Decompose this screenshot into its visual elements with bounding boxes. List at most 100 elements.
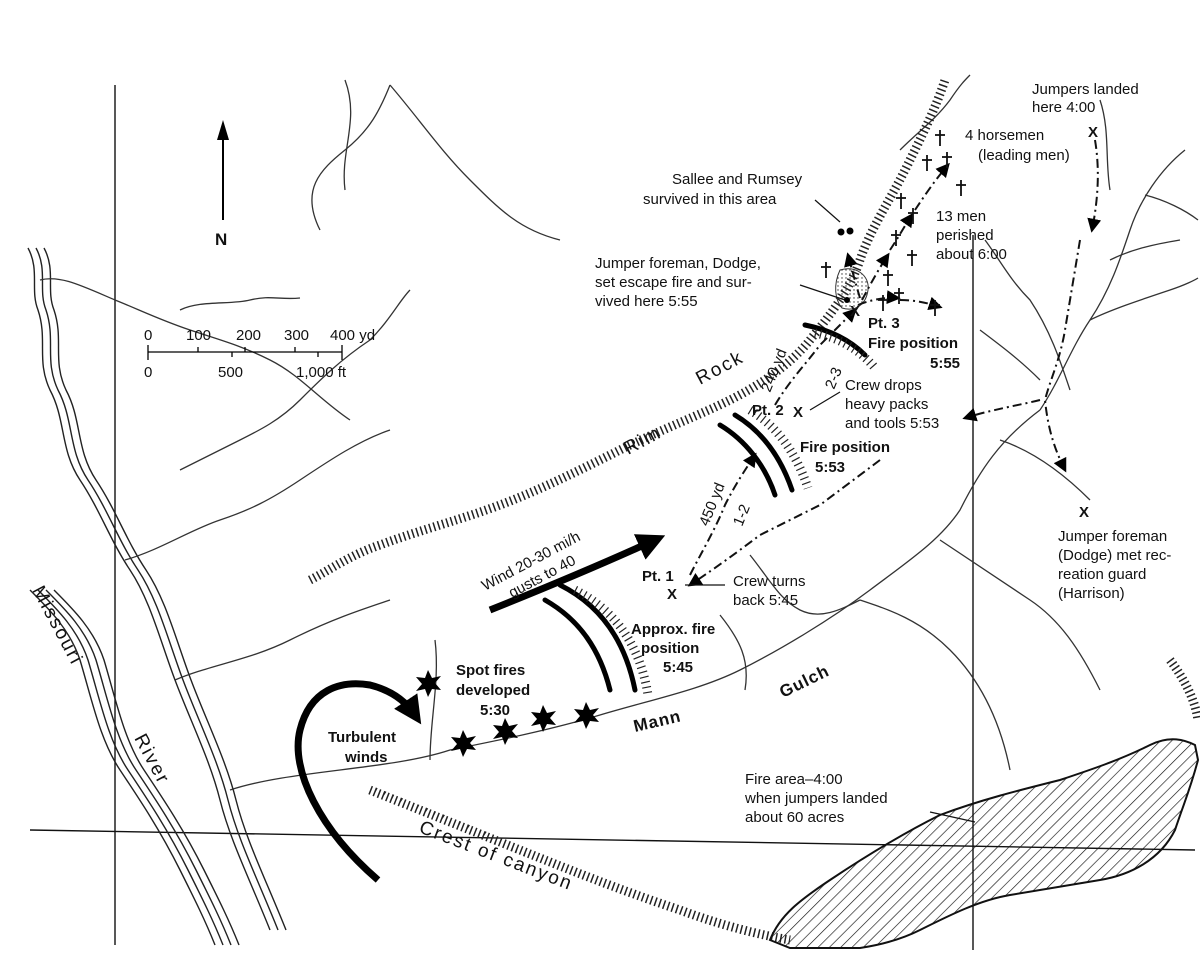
label-mann: Mann — [632, 706, 683, 735]
grave-cross — [942, 152, 952, 168]
grave-cross — [930, 300, 940, 316]
x-pt3: X — [850, 303, 860, 320]
grave-cross — [821, 262, 831, 278]
fire-position-555-line1: Fire position — [868, 335, 958, 352]
perished-line3: about 6:00 — [936, 246, 1007, 263]
scale-ft-500: 500 — [218, 364, 243, 381]
turns-back-line1: Crew turns — [733, 573, 806, 590]
turns-back-line2: back 5:45 — [733, 592, 798, 609]
label-rock: Rock — [692, 347, 747, 390]
approx-fire-line2: position — [641, 640, 699, 657]
spot-fire-star — [416, 670, 441, 697]
grave-cross — [878, 295, 888, 311]
escape-fire-area — [835, 268, 869, 310]
leader-lines — [685, 199, 976, 823]
survivors-line1: Sallee and Rumsey — [672, 171, 803, 188]
fire-front-5-45 — [542, 582, 653, 696]
x-pt1: X — [667, 586, 677, 603]
survivors-line2: survived in this area — [643, 191, 777, 208]
drops-packs-line2: heavy packs — [845, 396, 928, 413]
drops-packs-line1: Crew drops — [845, 377, 922, 394]
spot-fire-star — [574, 702, 599, 729]
jumpers-landed-line1: Jumpers landed — [1032, 81, 1139, 98]
stream-network — [39, 74, 1199, 791]
grave-cross — [907, 250, 917, 266]
fire-area-line2: when jumpers landed — [744, 790, 888, 807]
met-guard-line1: Jumper foreman — [1058, 528, 1167, 545]
perished-line2: perished — [936, 227, 994, 244]
met-guard-line4: (Harrison) — [1058, 585, 1125, 602]
grave-cross — [896, 193, 906, 209]
turbulent-line2: winds — [344, 749, 388, 766]
scale-yd-300: 300 — [284, 327, 309, 344]
perished-line1: 13 men — [936, 208, 986, 225]
approx-fire-line1: Approx. fire — [631, 621, 715, 638]
spot-fires-line2: developed — [456, 682, 530, 699]
horsemen-line2: (leading men) — [978, 147, 1070, 164]
pt3-label: Pt. 3 — [868, 315, 900, 332]
spot-fires-line3: 5:30 — [480, 702, 510, 719]
grave-cross — [922, 155, 932, 171]
x-dodge-met-guard: X — [1079, 504, 1089, 521]
scale-yd-400: 400 yd — [330, 327, 375, 344]
grave-cross — [935, 130, 945, 146]
spot-fires — [416, 670, 599, 757]
segment-1-2: 1-2 — [730, 502, 754, 528]
fire-position-553-line1: Fire position — [800, 439, 890, 456]
grave-cross — [908, 208, 918, 224]
label-river: River — [130, 730, 174, 788]
label-rim: Rim — [620, 422, 665, 459]
drops-packs-line3: and tools 5:53 — [845, 415, 939, 432]
scale-bar: 0 100 200 300 400 yd 0 500 1,000 ft — [144, 327, 375, 381]
fire-area-4-00 — [768, 738, 1200, 949]
fire-front-5-53 — [717, 406, 813, 498]
grave-cross — [883, 270, 893, 286]
pt2-label: Pt. 2 — [752, 402, 784, 419]
scale-ft-1000: 1,000 ft — [296, 364, 347, 381]
grave-cross — [894, 288, 904, 304]
north-arrow: N — [215, 120, 229, 249]
scale-yd-0: 0 — [144, 327, 152, 344]
survivor-markers — [837, 227, 854, 303]
scale-yd-100: 100 — [186, 327, 211, 344]
met-guard-line2: (Dodge) met rec- — [1058, 547, 1171, 564]
rim-rock-ridge — [307, 78, 950, 585]
horsemen-line1: 4 horsemen — [965, 127, 1044, 144]
fire-front-5-55 — [802, 322, 879, 371]
spot-fire-star — [451, 730, 476, 757]
wind-arrow — [488, 534, 666, 614]
scale-yd-200: 200 — [236, 327, 261, 344]
label-crest-of-canyon: Crest of canyon — [416, 817, 576, 895]
turbulent-line1: Turbulent — [328, 729, 396, 746]
scale-ft-0: 0 — [144, 364, 152, 381]
north-label: N — [215, 230, 227, 249]
crew-route — [687, 139, 1102, 587]
x-jumpers-landed: X — [1088, 124, 1098, 141]
approx-fire-line3: 5:45 — [663, 659, 693, 676]
label-gulch: Gulch — [776, 661, 832, 701]
x-pt2: X — [793, 404, 803, 421]
distance-450-yd: 450 yd — [696, 480, 729, 528]
grave-cross — [891, 230, 901, 246]
turbulent-winds-arrow — [294, 680, 422, 883]
spot-fire-star — [531, 705, 556, 732]
dodge-escape-line2: set escape fire and sur- — [595, 274, 752, 291]
x-markers: X X X X X — [667, 124, 1098, 603]
grave-cross — [956, 180, 966, 196]
segment-2-3: 2-3 — [822, 365, 846, 391]
dodge-escape-line1: Jumper foreman, Dodge, — [595, 255, 761, 272]
dodge-escape-line3: vived here 5:55 — [595, 293, 698, 310]
spot-fires-line1: Spot fires — [456, 662, 525, 679]
pt1-label: Pt. 1 — [642, 568, 674, 585]
fire-area-line1: Fire area–4:00 — [745, 771, 843, 788]
met-guard-line3: reation guard — [1058, 566, 1146, 583]
grave-markers — [821, 130, 966, 316]
fire-position-553-line2: 5:53 — [815, 459, 845, 476]
jumpers-landed-line2: here 4:00 — [1032, 99, 1095, 116]
missouri-river — [27, 247, 287, 946]
fire-position-555-line2: 5:55 — [930, 355, 960, 372]
spot-fire-star — [493, 718, 518, 745]
fire-area-line3: about 60 acres — [745, 809, 844, 826]
